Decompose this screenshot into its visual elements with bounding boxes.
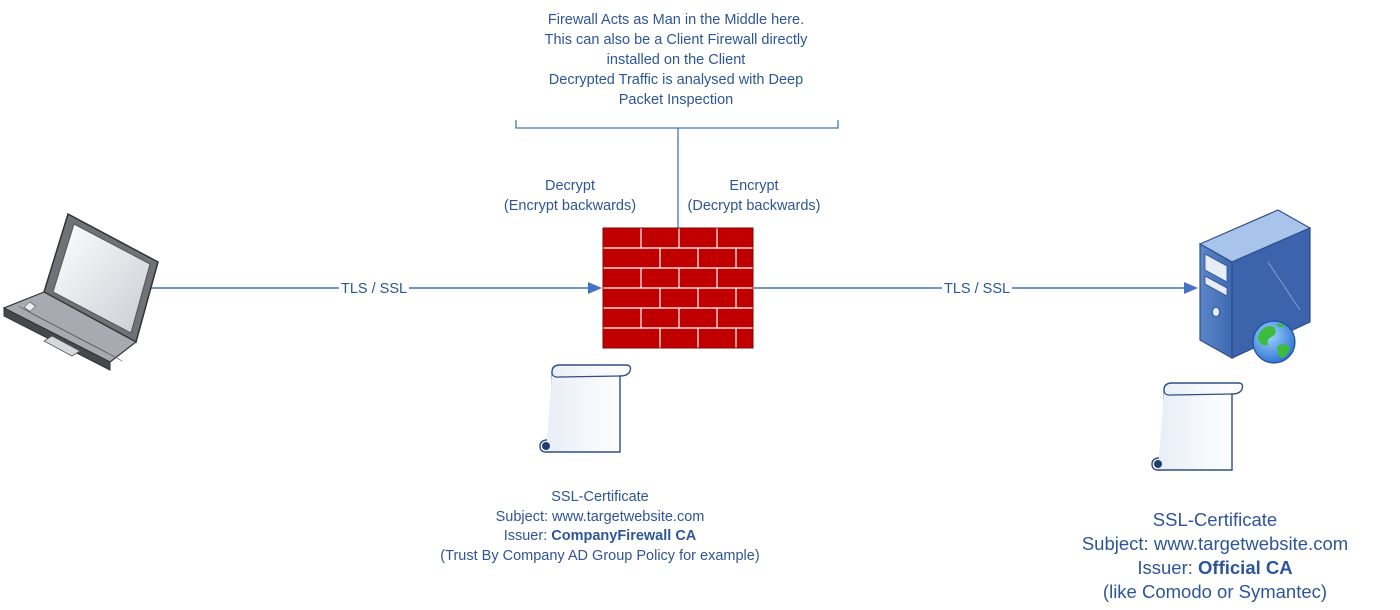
certificate-issuer: Issuer: CompanyFirewall CA <box>410 527 790 547</box>
encrypt-label-title: Encrypt <box>729 178 779 194</box>
encrypt-label-detail: (Decrypt backwards) <box>687 198 821 214</box>
certificate-note: (like Comodo or Symantec) <box>1102 581 1328 602</box>
certificate-issuer-prefix: Issuer: <box>503 528 552 544</box>
firewall-note-line: Firewall Acts as Man in the Middle here. <box>547 12 805 28</box>
certificate-title: SSL-Certificate <box>551 489 649 505</box>
encrypt-label: Encrypt (Decrypt backwards) <box>662 176 846 216</box>
certificate-issuer-value: CompanyFirewall CA <box>551 528 697 544</box>
certificate-issuer-prefix: Issuer: <box>1137 557 1199 578</box>
globe-icon <box>1252 320 1296 364</box>
certificate-subject: Subject: www.targetwebsite.com <box>495 508 705 525</box>
certificate-scroll-icon <box>1151 382 1244 471</box>
firewall-note: Firewall Acts as Man in the Middle here.… <box>500 10 852 110</box>
firewall-certificate-info: SSL-Certificate Subject: www.targetwebsi… <box>410 488 790 566</box>
certificate-scroll-icon <box>539 364 632 453</box>
certificate-issuer: Issuer: Official CA <box>1050 556 1380 580</box>
firewall-note-line: installed on the Client <box>606 52 746 68</box>
decrypt-label: Decrypt (Encrypt backwards) <box>480 176 660 216</box>
decrypt-label-title: Decrypt <box>545 178 595 194</box>
firewall-note-line: Decrypted Traffic is analysed with Deep <box>548 72 804 88</box>
certificate-note: (Trust By Company AD Group Policy for ex… <box>440 547 760 564</box>
certificate-issuer-value: Official CA <box>1198 557 1293 578</box>
server-icon <box>1198 209 1312 360</box>
decrypt-label-detail: (Encrypt backwards) <box>503 198 637 214</box>
server-certificate-info: SSL-Certificate Subject: www.targetwebsi… <box>1050 508 1380 604</box>
certificate-title: SSL-Certificate <box>1152 509 1278 530</box>
tls-label-server-side: TLS / SSL <box>942 280 1013 298</box>
note-bracket <box>515 120 839 230</box>
laptop-icon <box>2 212 159 371</box>
firewall-note-line: Packet Inspection <box>618 92 734 108</box>
firewall-note-line: This can also be a Client Firewall direc… <box>544 32 808 48</box>
tls-label-client-side: TLS / SSL <box>339 280 410 298</box>
certificate-subject: Subject: www.targetwebsite.com <box>1081 533 1349 554</box>
firewall-icon <box>602 227 754 349</box>
